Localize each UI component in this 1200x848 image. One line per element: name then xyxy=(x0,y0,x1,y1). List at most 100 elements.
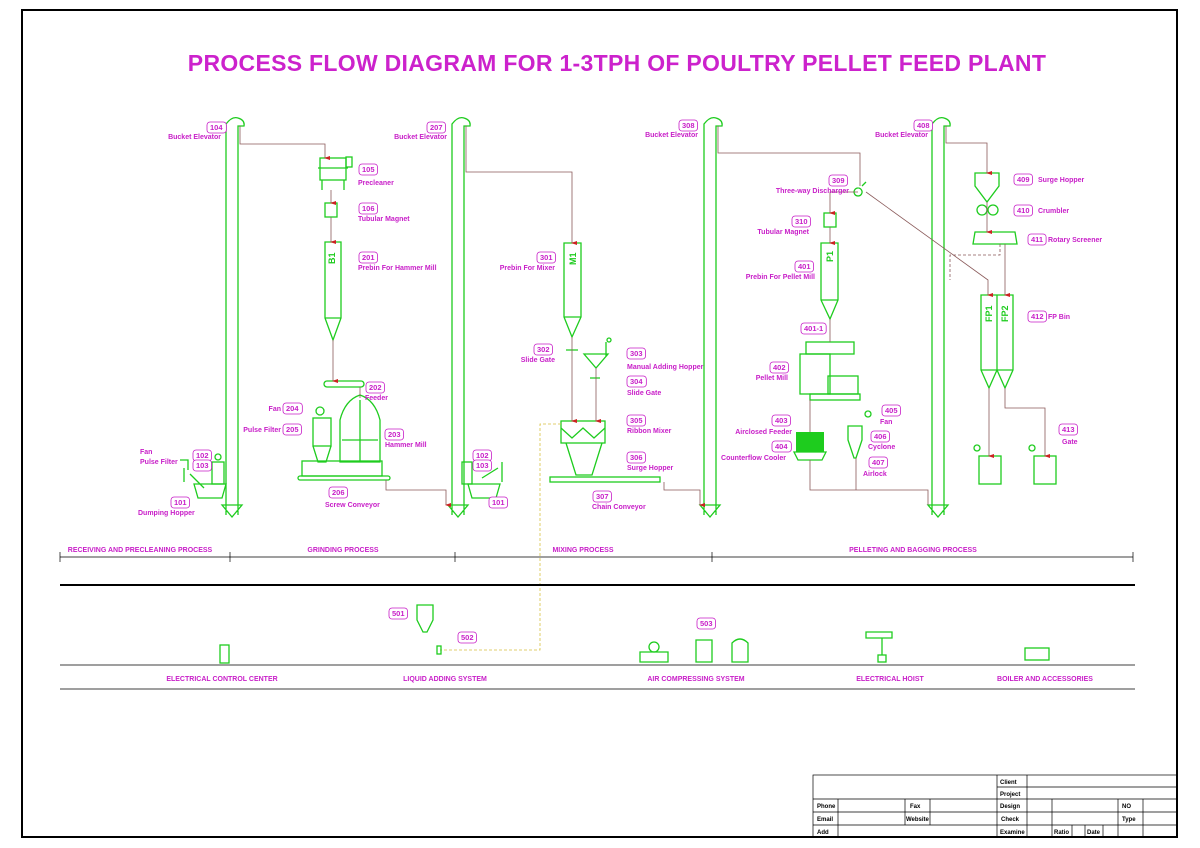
equipment-number-box xyxy=(1027,310,1047,323)
label: Rotary Screener xyxy=(1048,237,1102,244)
drawing-line xyxy=(481,462,503,482)
drawing-line xyxy=(926,116,951,519)
label: Pulse Filter xyxy=(243,427,281,434)
drawing-line xyxy=(695,638,749,663)
label: Examine xyxy=(1000,830,1025,836)
equipment-number: 410 xyxy=(1017,206,1030,215)
bagging-scale-2 xyxy=(1028,444,1057,485)
label: Email xyxy=(817,817,833,823)
label: Precleaner xyxy=(358,180,394,187)
page-title: PROCESS FLOW DIAGRAM FOR 1-3TPH OF POULT… xyxy=(188,50,1046,76)
drawing-line xyxy=(180,459,205,489)
drawing-line xyxy=(949,244,1001,280)
drawing-line xyxy=(980,294,1014,390)
drawing-line xyxy=(59,552,1134,562)
equipment-number-box xyxy=(1013,204,1033,217)
drawing-line xyxy=(799,353,831,395)
label: Fan xyxy=(880,419,892,426)
label: FP1 xyxy=(984,305,994,322)
chain-conveyor xyxy=(549,476,661,483)
label: Surge Hopper xyxy=(627,465,674,472)
drawing-line xyxy=(323,380,365,388)
surge-hopper-409 xyxy=(974,172,1000,204)
equipment-number-box xyxy=(457,631,477,644)
label: Bucket Elevator xyxy=(394,134,447,141)
rotary-screener xyxy=(972,231,1018,245)
drawing-line xyxy=(549,476,661,483)
equipment-number: 203 xyxy=(388,430,401,439)
hammer-mill-203 xyxy=(339,394,381,463)
label: Chain Conveyor xyxy=(592,504,646,511)
drawing-line xyxy=(1028,444,1036,452)
equipment-number: 102 xyxy=(476,451,489,460)
label: Feeder xyxy=(365,395,388,402)
drawing-line xyxy=(809,393,861,401)
drawing-line xyxy=(214,453,222,461)
equipment-number: 306 xyxy=(630,453,643,462)
drawing-line xyxy=(987,204,999,216)
drawing-line xyxy=(416,604,434,633)
label: Counterflow Cooler xyxy=(721,455,786,462)
label: M1 xyxy=(568,252,578,265)
equipment-number: 204 xyxy=(286,404,299,413)
equipment-number-box xyxy=(1027,233,1047,246)
drawing-line xyxy=(220,116,245,519)
equipment-number-box xyxy=(206,121,227,134)
label: B1 xyxy=(327,252,337,264)
equipment-number-box xyxy=(192,459,212,472)
equipment-number-box xyxy=(913,119,933,132)
equipment-number: 503 xyxy=(700,619,713,628)
equipment-number-box xyxy=(472,459,492,472)
equipment-number-box xyxy=(868,456,888,469)
label: Surge Hopper xyxy=(1038,177,1085,184)
drawing-line xyxy=(193,483,227,499)
auxiliary-systems: ELECTRICAL CONTROL CENTER LIQUID ADDING … xyxy=(60,604,1135,690)
label: Tubular Magnet xyxy=(757,229,809,236)
prebin-m1: M1 xyxy=(563,242,582,339)
equipment-number: 201 xyxy=(362,253,375,262)
label: Type xyxy=(1122,817,1136,823)
bucket-elevator-408 xyxy=(926,116,951,519)
equipment-number-box xyxy=(881,404,901,417)
process-receiving: RECEIVING AND PRECLEANING PROCESS xyxy=(68,547,213,554)
equipment-number: 411 xyxy=(1031,235,1043,244)
equipment-number: 104 xyxy=(210,123,223,132)
equipment-number-box xyxy=(791,215,811,228)
label: Fan xyxy=(269,406,281,413)
equipment-number: 310 xyxy=(795,217,808,226)
drawing-line xyxy=(864,410,872,418)
equipment-number-box xyxy=(626,375,647,388)
equipment-number-box xyxy=(592,490,612,503)
pulse-filter-205 xyxy=(312,406,332,463)
equipment-number: 307 xyxy=(596,492,609,501)
equipment-number-box xyxy=(870,430,890,443)
label: Gate xyxy=(1062,439,1078,446)
tubular-magnet-106 xyxy=(324,202,338,218)
drawing-line xyxy=(312,417,332,447)
drawing-line xyxy=(312,445,332,463)
label: Prebin For Hammer Mill xyxy=(358,265,437,272)
equipment-number: 302 xyxy=(537,345,550,354)
drawing-line xyxy=(339,394,381,463)
title-block: Client Project Phone Fax Design NO Email… xyxy=(812,774,1178,838)
label: Pellet Mill xyxy=(756,375,788,382)
counterflow-cooler xyxy=(792,432,828,461)
screw-conveyor-206 xyxy=(297,460,391,481)
drawing-line xyxy=(319,157,347,181)
equipment-number: 102 xyxy=(196,451,209,460)
equipment-number: 501 xyxy=(392,609,405,618)
equipment-number-box xyxy=(358,202,378,215)
equipment-number-box xyxy=(678,119,698,132)
drawing-line xyxy=(1024,647,1050,661)
fp-bins: FP1 FP2 xyxy=(980,294,1014,390)
equipment-number: 406 xyxy=(874,432,887,441)
equipment-number-box xyxy=(365,381,385,394)
drawing-line xyxy=(648,641,660,653)
drawing-line xyxy=(582,342,610,369)
drawing-border xyxy=(21,9,1178,838)
precleaner xyxy=(318,156,353,190)
equipment-number-box xyxy=(282,423,302,436)
flow-lines xyxy=(239,126,1050,651)
drawing-line xyxy=(663,482,705,507)
